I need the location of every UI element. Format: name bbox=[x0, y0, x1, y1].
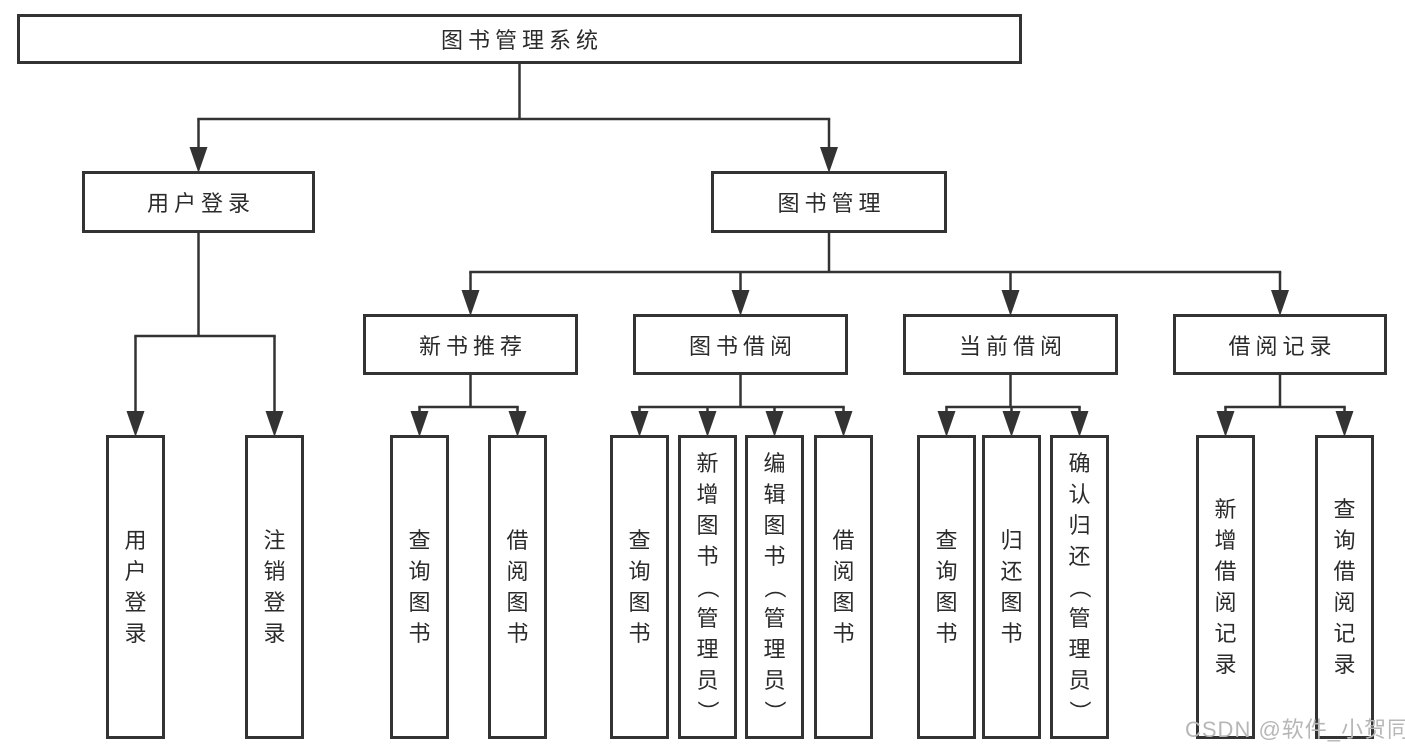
node-user-login: 用户登录 bbox=[82, 171, 315, 233]
leaf-borrow-books: 借阅图书 bbox=[814, 435, 873, 739]
leaf-query-books-borrow: 查询图书 bbox=[610, 435, 669, 739]
leaf-add-book-admin: 新增图书（管理员） bbox=[678, 435, 737, 739]
leaf-return-book: 归还图书 bbox=[982, 435, 1041, 739]
node-new-book-recommend: 新书推荐 bbox=[363, 314, 578, 375]
node-root: 图书管理系统 bbox=[17, 14, 1022, 64]
leaf-edit-book-admin: 编辑图书（管理员） bbox=[745, 435, 804, 739]
leaf-logout: 注销登录 bbox=[245, 435, 304, 739]
node-book-management: 图书管理 bbox=[711, 171, 947, 233]
node-borrow-records: 借阅记录 bbox=[1173, 314, 1387, 375]
leaf-query-borrow-record: 查询借阅记录 bbox=[1315, 435, 1374, 739]
leaf-confirm-return-admin: 确认归还（管理员） bbox=[1050, 435, 1109, 739]
leaf-add-borrow-record: 新增借阅记录 bbox=[1196, 435, 1255, 739]
node-book-borrow: 图书借阅 bbox=[633, 314, 848, 375]
watermark: CSDN @软件_小贺同学 bbox=[1185, 717, 1405, 742]
leaf-query-books-recommend: 查询图书 bbox=[390, 435, 449, 739]
leaf-borrow-books-recommend: 借阅图书 bbox=[488, 435, 547, 739]
node-current-borrow: 当前借阅 bbox=[903, 314, 1118, 375]
leaf-user-login: 用户登录 bbox=[106, 435, 165, 739]
leaf-query-books-current: 查询图书 bbox=[917, 435, 976, 739]
